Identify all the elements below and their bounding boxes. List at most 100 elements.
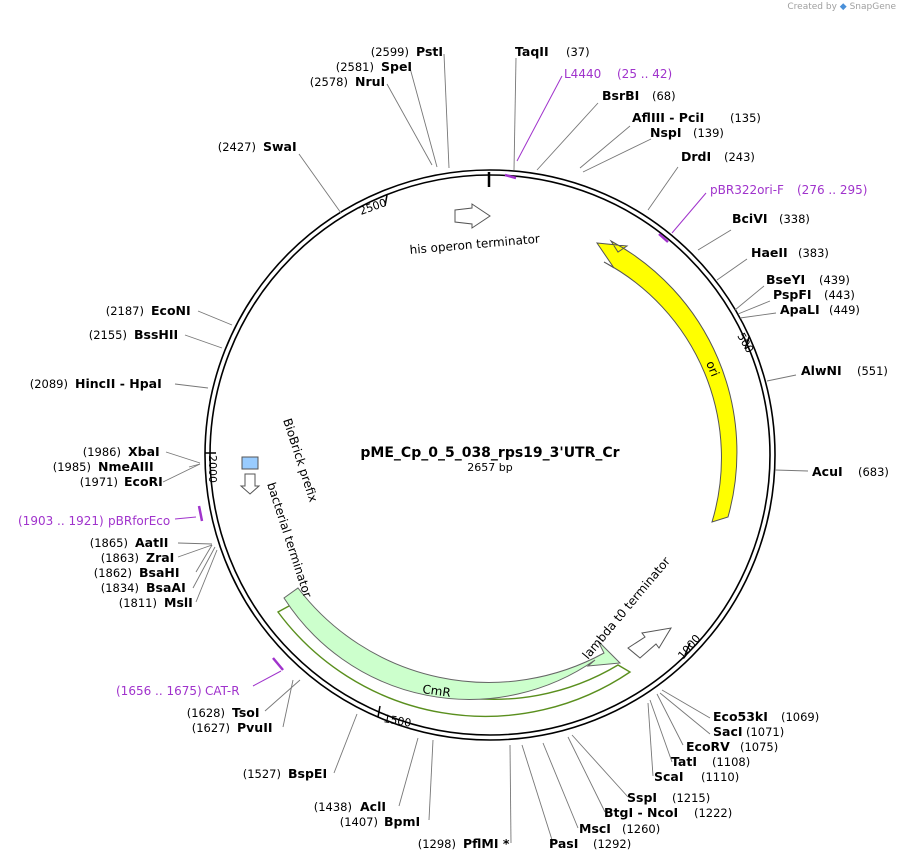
enzyme-msli[interactable]: (1811) MslI bbox=[119, 595, 193, 610]
svg-text:(2089): (2089) bbox=[30, 377, 68, 391]
svg-text:(1986): (1986) bbox=[83, 445, 121, 459]
enzyme-tati[interactable]: TatI(1108) bbox=[671, 754, 750, 769]
svg-text:MscI: MscI bbox=[579, 821, 611, 836]
enzyme-swai[interactable]: (2427)SwaI bbox=[218, 139, 297, 154]
enzyme-apali[interactable]: ApaLI(449) bbox=[780, 302, 860, 317]
svg-text:2000: 2000 bbox=[206, 455, 219, 483]
his-terminator-arrow[interactable] bbox=[454, 203, 491, 229]
svg-text:AlwNI: AlwNI bbox=[801, 363, 842, 378]
enzyme-acli[interactable]: (1438)AclI bbox=[314, 799, 386, 814]
tick-500: 500 bbox=[734, 331, 756, 356]
enzyme-bspei[interactable]: (1527)BspEI bbox=[243, 766, 327, 781]
enzyme-ecorv[interactable]: EcoRV(1075) bbox=[686, 739, 778, 754]
svg-text:BciVI: BciVI bbox=[732, 211, 768, 226]
svg-text:(1865): (1865) bbox=[90, 536, 128, 550]
enzyme-bsrbi[interactable]: BsrBI(68) bbox=[602, 88, 676, 103]
enzyme-pspfi[interactable]: PspFI (443) bbox=[773, 287, 855, 302]
primer-name: pBRforEco bbox=[108, 514, 170, 528]
enzyme-taqii[interactable]: TaqII(37) bbox=[515, 44, 590, 59]
enzyme-saci[interactable]: SacI(1071) bbox=[713, 724, 784, 739]
snapgene-logo-icon: ◆ bbox=[839, 2, 847, 12]
enzyme-bsahi[interactable]: (1862)BsaHI bbox=[94, 565, 180, 580]
plasmid-name: pME_Cp_0_5_038_rps19_3'UTR_Cr bbox=[360, 445, 619, 461]
enzyme-btgi-ncoi[interactable]: BtgI - NcoI(1222) bbox=[604, 805, 732, 820]
svg-text:AatII: AatII bbox=[135, 535, 168, 550]
svg-text:(139): (139) bbox=[693, 126, 724, 140]
enzyme-leader-lines bbox=[162, 53, 809, 844]
enzyme-pasi[interactable]: PasI (1292) bbox=[549, 836, 631, 851]
enzyme-nspi[interactable]: NspI(139) bbox=[650, 125, 724, 140]
svg-text:BsrBI: BsrBI bbox=[602, 88, 639, 103]
enzyme-nrui[interactable]: (2578)NruI bbox=[310, 74, 385, 89]
svg-text:(1628): (1628) bbox=[187, 706, 225, 720]
svg-text:(2599): (2599) bbox=[371, 45, 409, 59]
svg-text:(2427): (2427) bbox=[218, 140, 256, 154]
svg-text:BspEI: BspEI bbox=[288, 766, 327, 781]
tick-1500: 1500 bbox=[377, 705, 412, 730]
enzyme-bpmi[interactable]: (1407)BpmI bbox=[340, 814, 420, 829]
enzyme-scai[interactable]: ScaI(1110) bbox=[654, 769, 739, 784]
enzyme-spei[interactable]: (2581)SpeI bbox=[336, 59, 412, 74]
enzyme-tsoi[interactable]: (1628)TsoI bbox=[187, 705, 260, 720]
primer-range: (276 .. 295) bbox=[797, 183, 867, 197]
enzyme-psti[interactable]: (2599)PstI bbox=[371, 44, 443, 59]
primer-range: (1656 .. 1675) bbox=[116, 684, 202, 698]
enzyme-haeii[interactable]: HaeII(383) bbox=[751, 245, 829, 260]
bacterial-terminator-arrow[interactable] bbox=[239, 473, 261, 495]
enzyme-sspi[interactable]: SspI(1215) bbox=[627, 790, 710, 805]
svg-text:BseYI: BseYI bbox=[766, 272, 805, 287]
svg-text:PvuII: PvuII bbox=[237, 720, 273, 735]
svg-text:(1110): (1110) bbox=[701, 770, 739, 784]
enzyme-eco53ki[interactable]: Eco53kI(1069) bbox=[713, 709, 819, 724]
credit-brand: SnapGene bbox=[849, 2, 896, 12]
svg-text:MslI: MslI bbox=[164, 595, 193, 610]
svg-text:(1292): (1292) bbox=[593, 837, 631, 851]
svg-text:PasI: PasI bbox=[549, 836, 578, 851]
svg-text:(135): (135) bbox=[730, 111, 761, 125]
enzyme-xbai[interactable]: (1986)XbaI bbox=[83, 444, 160, 459]
svg-text:(1260): (1260) bbox=[622, 822, 660, 836]
svg-text:PspFI: PspFI bbox=[773, 287, 812, 302]
enzyme-msci[interactable]: MscI (1260) bbox=[579, 821, 660, 836]
svg-text:(1811): (1811) bbox=[119, 596, 157, 610]
svg-text:Eco53kI: Eco53kI bbox=[713, 709, 768, 724]
primer-cat-r[interactable]: (1656 .. 1675) CAT-R bbox=[116, 657, 284, 698]
enzyme-bsshii[interactable]: (2155)BssHII bbox=[89, 327, 178, 342]
plasmid-length: 2657 bp bbox=[467, 461, 512, 474]
enzyme-nmeaiii[interactable]: (1985)NmeAIII bbox=[53, 459, 154, 474]
enzyme-ecori[interactable]: (1971)EcoRI bbox=[80, 474, 163, 489]
ori-feature-arrow[interactable] bbox=[595, 239, 738, 523]
enzyme-hincii-hpai[interactable]: (2089)HincII - HpaI bbox=[30, 376, 162, 391]
enzyme-drdi[interactable]: DrdI(243) bbox=[681, 149, 755, 164]
enzyme-pflmi[interactable]: (1298)PflMI * bbox=[418, 836, 510, 851]
svg-text:(443): (443) bbox=[824, 288, 855, 302]
enzyme-alwni[interactable]: AlwNI(551) bbox=[801, 363, 888, 378]
svg-text:(1834): (1834) bbox=[101, 581, 139, 595]
enzyme-bcivi[interactable]: BciVI(338) bbox=[732, 211, 810, 226]
enzyme-acui[interactable]: AcuI(683) bbox=[812, 464, 889, 479]
primer-range: (1903 .. 1921) bbox=[18, 514, 104, 528]
cmr-feature-arrow[interactable] bbox=[283, 587, 622, 700]
svg-text:BpmI: BpmI bbox=[384, 814, 420, 829]
enzyme-econi[interactable]: (2187)EcoNI bbox=[106, 303, 191, 318]
svg-text:TaqII: TaqII bbox=[515, 44, 549, 59]
svg-text:(2155): (2155) bbox=[89, 328, 127, 342]
enzyme-bseyi[interactable]: BseYI(439) bbox=[766, 272, 850, 287]
svg-text:AcuI: AcuI bbox=[812, 464, 843, 479]
primer-pbrforeco[interactable]: (1903 .. 1921) pBRforEco bbox=[18, 505, 204, 528]
enzyme-aatii[interactable]: (1865) AatII bbox=[90, 535, 169, 550]
enzyme-zrai[interactable]: (1863)ZraI bbox=[101, 550, 175, 565]
enzyme-pvuii[interactable]: (1627)PvuII bbox=[192, 720, 273, 735]
svg-text:(1075): (1075) bbox=[740, 740, 778, 754]
enzyme-afliii-pcii[interactable]: AflIII - PciI(135) bbox=[632, 110, 761, 125]
svg-text:(1215): (1215) bbox=[672, 791, 710, 805]
biobrick-prefix-box[interactable] bbox=[241, 456, 259, 470]
svg-text:DrdI: DrdI bbox=[681, 149, 711, 164]
svg-text:EcoRI: EcoRI bbox=[124, 474, 163, 489]
primer-pbr322ori-f[interactable]: pBR322ori-F (276 .. 295) bbox=[658, 183, 867, 243]
cmr-label: CmR bbox=[422, 682, 452, 700]
lambda-terminator-arrow[interactable] bbox=[627, 627, 672, 659]
svg-text:1000: 1000 bbox=[675, 632, 703, 662]
enzyme-bsaai[interactable]: (1834)BsaAI bbox=[101, 580, 186, 595]
primer-l4440[interactable]: L4440 (25 .. 42) bbox=[504, 67, 672, 180]
